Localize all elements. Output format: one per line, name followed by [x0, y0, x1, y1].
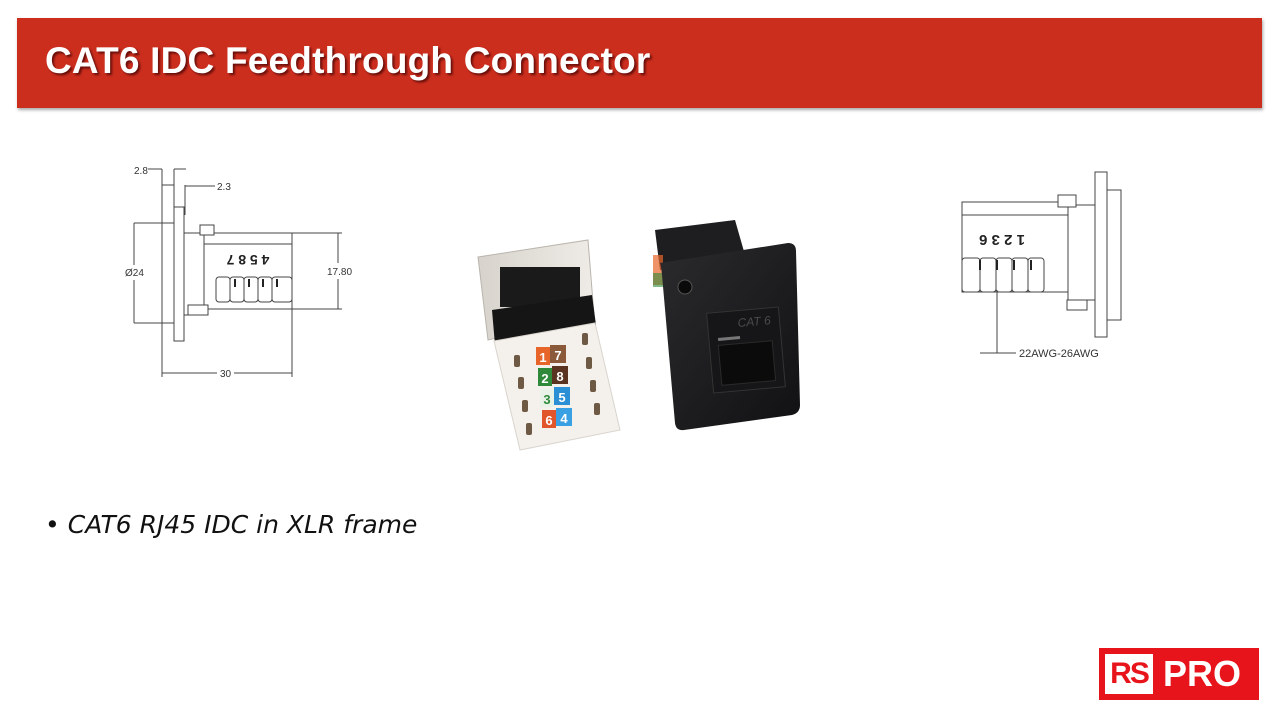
dim-2-3: 2.3: [217, 182, 231, 193]
connector-marking: CAT 6: [737, 313, 772, 330]
terminal-5: 5: [558, 390, 565, 405]
terminal-3: 3: [543, 392, 550, 407]
logo-pro: PRO: [1163, 653, 1242, 694]
terminal-7: 7: [554, 348, 561, 363]
terminal-4: 4: [560, 411, 568, 426]
logo-rs: RS: [1103, 652, 1155, 696]
left-pin-labels: 4 5 8 7: [226, 252, 269, 268]
wire-gauge-label: 22AWG-26AWG: [1019, 348, 1099, 360]
dim-height: 17.80: [327, 267, 352, 278]
xlr-frame-connector-image: CAT 6: [653, 220, 800, 431]
bullet-item: •CAT6 RJ45 IDC in XLR frame: [45, 510, 417, 539]
slide-title: CAT6 IDC Feedthrough Connector: [45, 40, 651, 81]
bullet-text: CAT6 RJ45 IDC in XLR frame: [67, 510, 418, 539]
terminal-8: 8: [556, 369, 563, 384]
right-dimension-drawing: 1 2 3 6 22AWG-26AWG: [940, 160, 1140, 370]
terminal-6: 6: [545, 413, 552, 428]
terminal-1: 1: [539, 350, 546, 365]
product-photo: 7 1 8 2 5 3 4 6 CAT 6: [470, 215, 800, 465]
right-pin-labels: 1 2 3 6: [979, 231, 1025, 248]
bullet-dot-icon: •: [45, 510, 60, 539]
title-banner: CAT6 IDC Feedthrough Connector: [17, 18, 1262, 108]
idc-module-image: 7 1 8 2 5 3 4 6: [477, 239, 621, 451]
dim-2-8: 2.8: [134, 166, 148, 177]
rs-pro-logo: RS PRO: [1099, 648, 1259, 700]
dim-length: 30: [220, 369, 232, 380]
terminal-2: 2: [541, 371, 548, 386]
dim-diameter: Ø24: [125, 268, 144, 279]
left-dimension-drawing: 2.8 2.3 Ø24 17.80 30 4 5 8 7: [120, 155, 370, 385]
